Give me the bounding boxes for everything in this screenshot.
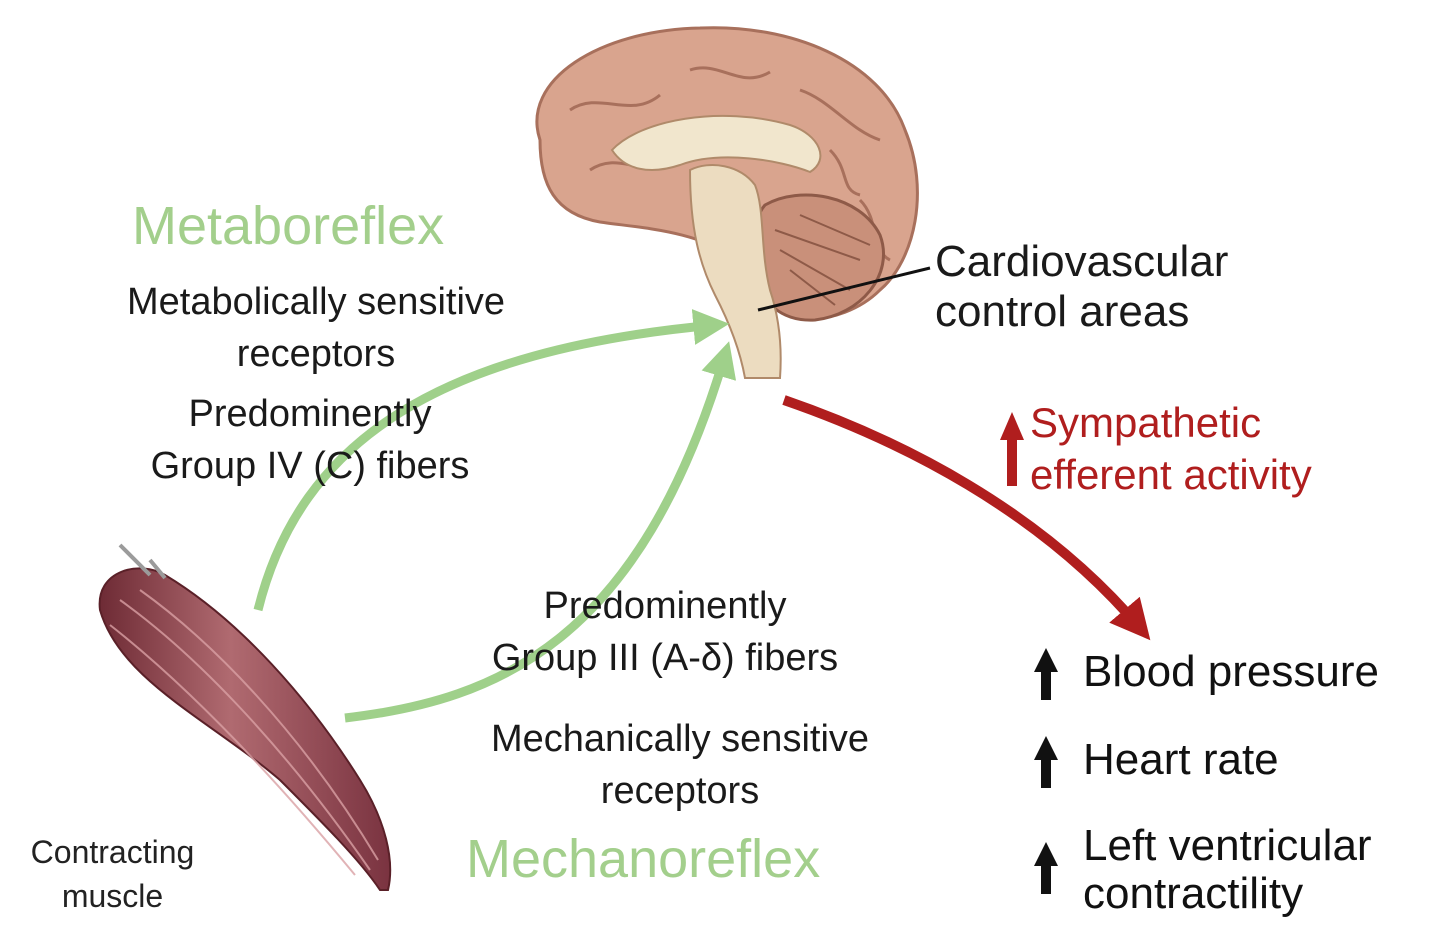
efferent-arrow: [782, 395, 1151, 641]
contractility-up-arrow-icon: [1034, 842, 1058, 894]
muscle-label: Contracting muscle: [30, 834, 195, 914]
muscle-fibers: [109, 589, 379, 876]
sympathetic-label: Sympathetic efferent activity: [1030, 399, 1312, 498]
corpus-callosum: [610, 114, 822, 174]
metaboreflex-arrow: [253, 309, 730, 612]
muscle-illustration: [98, 543, 392, 891]
sympathetic-up-arrow-icon: [1000, 412, 1024, 486]
metaboreflex-fibers: Predominently Group IV (C) fibers: [150, 393, 470, 487]
metaboreflex-title: Metaboreflex: [132, 196, 445, 256]
heart-rate-up-arrow-icon: [1034, 736, 1058, 788]
cardiovascular-control-label: Cardiovascular control areas: [935, 237, 1229, 336]
muscle-tendon: [118, 543, 167, 580]
brainstem: [688, 164, 782, 379]
effect-blood-pressure: Blood pressure: [1083, 647, 1379, 696]
effect-lv-contractility: Left ventricular contractility: [1083, 821, 1372, 918]
effect-heart-rate: Heart rate: [1083, 735, 1279, 784]
mechanoreflex-receptors: Mechanically sensitive receptors: [490, 718, 870, 812]
blood-pressure-up-arrow-icon: [1034, 648, 1058, 700]
cerebellum-folia: [774, 214, 871, 306]
mechanoreflex-arrow: [344, 341, 737, 723]
mechanoreflex-fibers: Predominently Group III (A-δ) fibers: [491, 585, 839, 679]
brain-illustration: [535, 26, 931, 379]
control-area-pointer: [757, 266, 931, 312]
mechanoreflex-title: Mechanoreflex: [466, 829, 821, 889]
metaboreflex-receptors: Metabolically sensitive receptors: [126, 281, 506, 375]
